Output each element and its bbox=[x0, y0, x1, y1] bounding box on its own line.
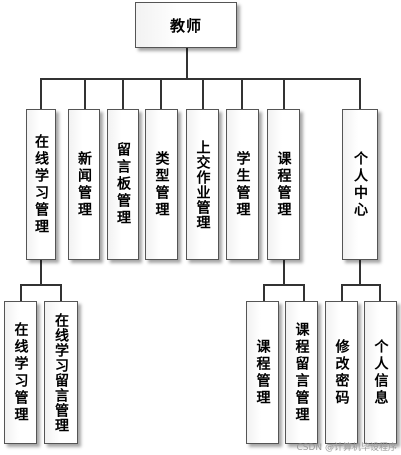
node-label: 课程管理 bbox=[275, 150, 292, 219]
connector-type-drop bbox=[160, 78, 162, 109]
node-online-learning-management: 在线学习管理 bbox=[26, 109, 56, 260]
node-change-password: 修改密码 bbox=[325, 301, 358, 444]
root-label: 教师 bbox=[169, 16, 202, 35]
node-label: 修改密码 bbox=[333, 338, 350, 407]
connector-online-sub1-drop bbox=[20, 284, 22, 301]
node-online-learning-management-sub: 在线学习管理 bbox=[4, 301, 37, 444]
node-label: 在线学习留言管理 bbox=[53, 312, 69, 433]
connector-course-sub1-drop bbox=[263, 284, 265, 301]
node-type-management: 类型管理 bbox=[145, 109, 178, 260]
connector-personal-drop bbox=[359, 78, 361, 109]
connector-personal-sub2-drop bbox=[379, 284, 381, 301]
node-course-management-sub: 课程管理 bbox=[246, 301, 279, 444]
node-course-message-management: 课程留言管理 bbox=[285, 301, 318, 444]
connector-news-drop bbox=[84, 78, 86, 109]
node-label: 课程留言管理 bbox=[293, 321, 310, 424]
connector-online-drop bbox=[40, 78, 42, 109]
node-label: 在线学习管理 bbox=[33, 133, 49, 236]
connector-student-drop bbox=[241, 78, 243, 109]
connector-personal-down bbox=[359, 260, 361, 285]
node-label: 在线学习管理 bbox=[12, 321, 29, 424]
node-label: 个人信息 bbox=[372, 338, 389, 407]
connector-root-down bbox=[186, 47, 188, 79]
connector-online-down bbox=[40, 260, 42, 285]
connector-course-down bbox=[283, 260, 285, 285]
node-personal-info: 个人信息 bbox=[364, 301, 397, 444]
watermark: CSDN @计算机毕设程序 bbox=[296, 443, 397, 453]
root-node-teacher: 教师 bbox=[135, 2, 237, 48]
node-student-management: 学生管理 bbox=[226, 109, 259, 260]
connector-personal-sub1-drop bbox=[341, 284, 343, 301]
connector-online-sub-bus bbox=[20, 284, 62, 286]
node-homework-submission-management: 上交作业管理 bbox=[186, 109, 219, 260]
connector-course-sub-bus bbox=[263, 284, 305, 286]
connector-personal-sub-bus bbox=[341, 284, 381, 286]
node-label: 类型管理 bbox=[153, 150, 170, 219]
node-label: 上交作业管理 bbox=[194, 139, 211, 230]
node-message-board-management: 留言板管理 bbox=[107, 109, 139, 260]
node-label: 个人中心 bbox=[352, 150, 368, 219]
node-label: 留言板管理 bbox=[115, 142, 131, 227]
node-label: 学生管理 bbox=[234, 150, 251, 219]
node-personal-center: 个人中心 bbox=[342, 109, 378, 260]
node-label: 课程管理 bbox=[254, 338, 271, 407]
connector-homework-drop bbox=[202, 78, 204, 109]
connector-level1-bus bbox=[40, 78, 360, 80]
connector-course-drop bbox=[283, 78, 285, 109]
connector-course-sub2-drop bbox=[303, 284, 305, 301]
node-label: 新闻管理 bbox=[76, 150, 92, 219]
node-online-learning-message-management: 在线学习留言管理 bbox=[44, 301, 78, 444]
connector-online-sub2-drop bbox=[60, 284, 62, 301]
node-course-management: 课程管理 bbox=[267, 109, 300, 260]
node-news-management: 新闻管理 bbox=[68, 109, 100, 260]
connector-board-drop bbox=[122, 78, 124, 109]
